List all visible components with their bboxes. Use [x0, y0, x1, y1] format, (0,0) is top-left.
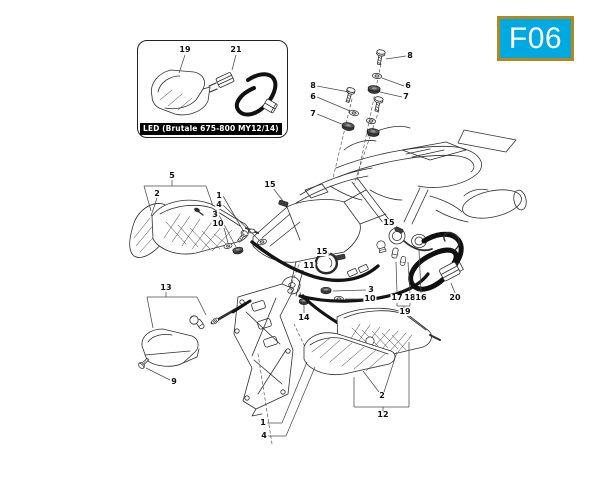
- right-turn-signal: [301, 294, 441, 376]
- part-callout-7: 7: [309, 109, 317, 118]
- fastener-stack-group: [341, 48, 386, 138]
- part-callout-16: 16: [414, 293, 428, 302]
- license-plate-bracket: [233, 276, 301, 417]
- rear-subframe-art: [295, 126, 527, 225]
- inset-caption: LED (Brutale 675-800 MY12/14): [140, 122, 282, 135]
- part-callout-2: 2: [153, 189, 161, 198]
- page-code: F06: [508, 21, 563, 55]
- part-callout-21: 21: [229, 45, 243, 54]
- led-inset-box: LED (Brutale 675-800 MY12/14): [137, 40, 288, 138]
- part-callout-20: 20: [448, 293, 462, 302]
- part-callout-15: 15: [382, 218, 396, 227]
- part-callout-6: 6: [404, 81, 412, 90]
- part-callout-2: 2: [378, 391, 386, 400]
- part-callout-3: 3: [367, 285, 375, 294]
- part-callout-4: 4: [215, 200, 223, 209]
- part-callout-13: 13: [159, 283, 173, 292]
- part-callout-8: 8: [406, 51, 414, 60]
- tail-body-art: [252, 189, 387, 297]
- part-callout-1: 1: [215, 191, 223, 200]
- part-callout-11: 11: [302, 261, 316, 270]
- part-callout-15: 15: [315, 247, 329, 256]
- part-callout-15: 15: [263, 180, 277, 189]
- led-indicator-art: [151, 69, 278, 117]
- part-callout-5: 5: [168, 171, 176, 180]
- part-callout-19: 19: [398, 307, 412, 316]
- part-callout-17: 17: [390, 293, 404, 302]
- part-callout-18: 18: [403, 293, 417, 302]
- part-callout-1: 1: [259, 418, 267, 427]
- part-callout-3: 3: [211, 210, 219, 219]
- part-callout-8: 8: [309, 81, 317, 90]
- part-callout-10: 10: [211, 219, 225, 228]
- part-callout-14: 14: [297, 313, 311, 322]
- page-code-badge: F06: [497, 16, 574, 61]
- part-callout-12: 12: [376, 410, 390, 419]
- part-callout-6: 6: [309, 92, 317, 101]
- wiring-harness: [408, 231, 464, 292]
- part-callout-7: 7: [402, 92, 410, 101]
- part-callout-10: 10: [363, 294, 377, 303]
- part-callout-4: 4: [260, 431, 268, 440]
- part-callout-19: 19: [178, 45, 192, 54]
- license-plate-light: [137, 299, 252, 370]
- part-callout-9: 9: [170, 377, 178, 386]
